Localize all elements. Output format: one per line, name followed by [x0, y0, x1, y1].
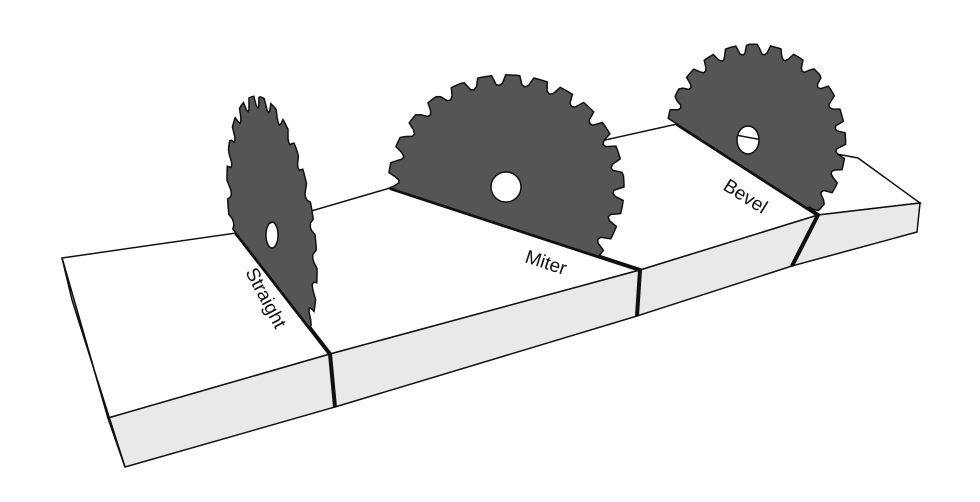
board-end	[61, 257, 126, 468]
board-segment-straight	[61, 232, 336, 468]
saw-blade-miter	[388, 74, 625, 258]
saw-blade-bevel	[667, 43, 847, 212]
saw-blade-straight	[226, 95, 318, 330]
